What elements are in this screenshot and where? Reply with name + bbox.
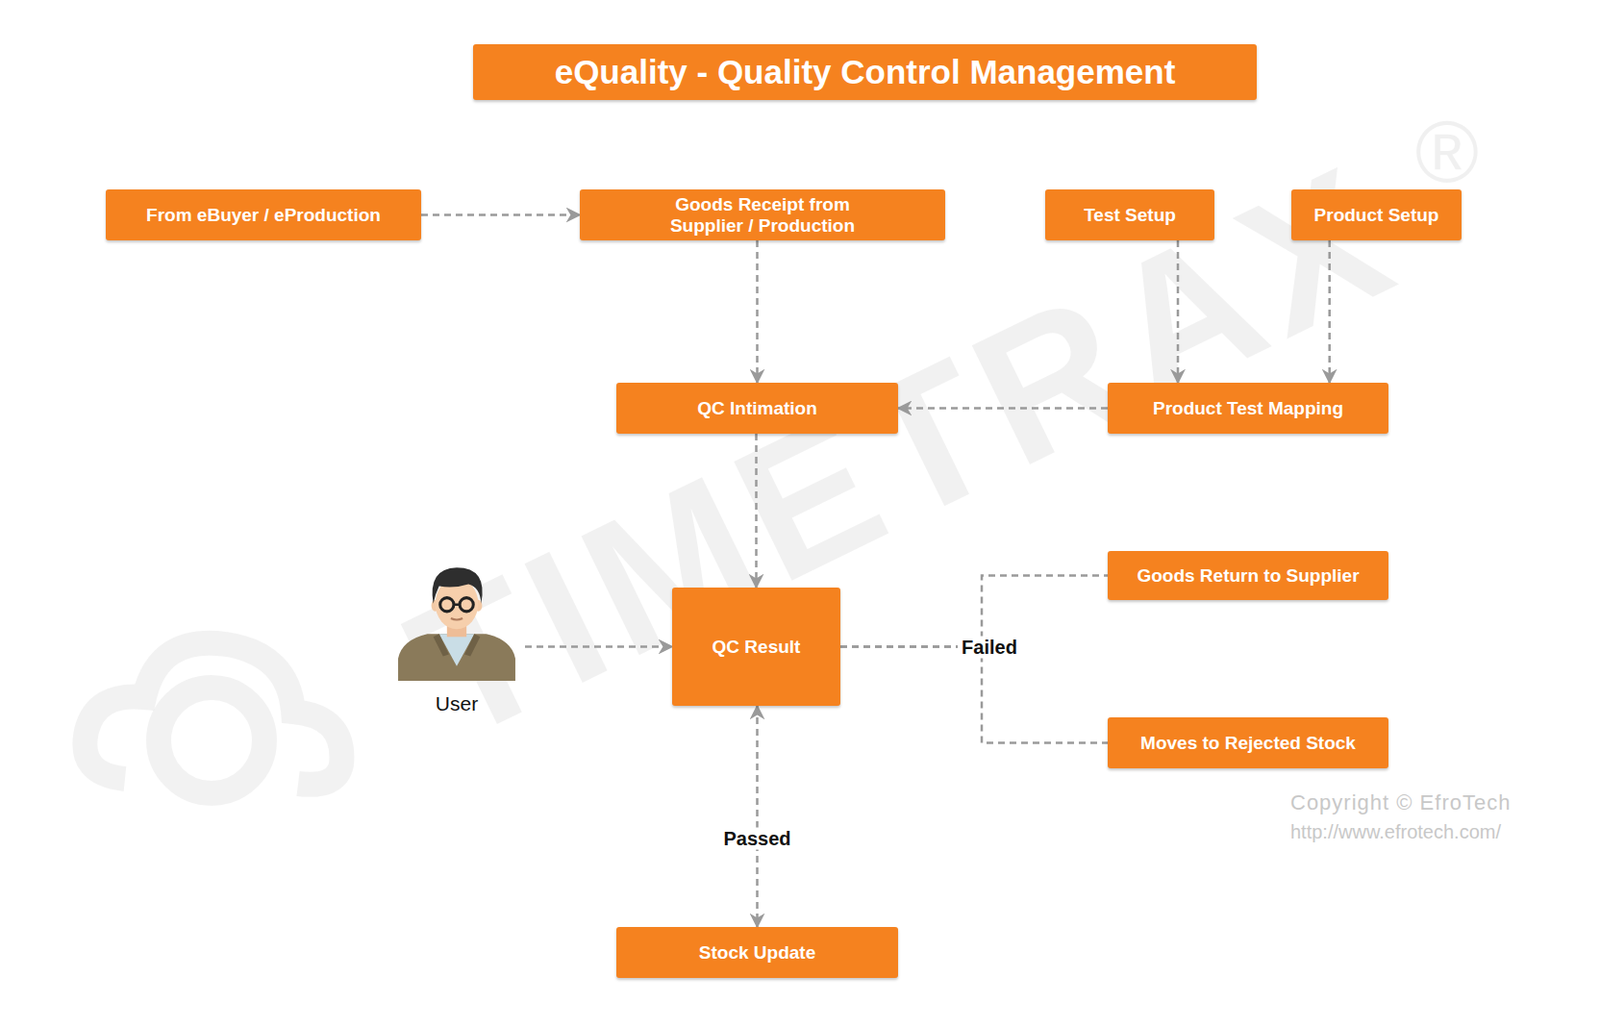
edge-label: Passed	[719, 827, 795, 850]
lapel	[433, 633, 481, 656]
glasses	[440, 598, 454, 612]
node-text: From eBuyer / eProduction	[146, 204, 381, 225]
process-box: QC Intimation	[616, 382, 899, 434]
node-text: Stock Update	[699, 942, 816, 963]
watermark-cloud	[84, 643, 342, 794]
outcome-box: Goods Return to Supplier	[1107, 550, 1389, 600]
setup-box: Product Setup	[1291, 189, 1462, 241]
url-note: http://www.efrotech.com/	[1290, 821, 1501, 844]
watermark-mark: ®	[1415, 102, 1479, 202]
node-text: Goods Return to Supplier	[1136, 565, 1359, 586]
cloud-outline	[84, 643, 342, 785]
process-box: Goods Receipt from Supplier / Production	[579, 189, 946, 241]
watermark-logo	[67, 586, 375, 818]
node-text: Goods Receipt from Supplier / Production	[642, 194, 883, 236]
result-box: QC Result	[672, 587, 841, 706]
node-text: Product Setup	[1314, 204, 1440, 225]
title-banner: eQuality - Quality Control Management	[473, 44, 1257, 100]
dashed-connector	[421, 213, 580, 217]
mouth	[450, 618, 463, 621]
jacket	[398, 633, 516, 681]
node-text: Test Setup	[1083, 204, 1176, 225]
glasses-bridge	[453, 602, 460, 606]
actor-label: User	[435, 692, 478, 716]
node-text: Product Test Mapping	[1152, 398, 1344, 419]
source-box: From eBuyer / eProduction	[105, 189, 422, 241]
dashed-connector	[755, 705, 759, 927]
outcome-box: Moves to Rejected Stock	[1107, 717, 1389, 769]
dashed-connector	[840, 647, 1108, 744]
title-text: eQuality - Quality Control Management	[554, 52, 1176, 92]
node-text: Moves to Rejected Stock	[1140, 732, 1356, 753]
user-illustration	[398, 558, 516, 681]
user-actor: User	[388, 555, 525, 716]
glasses	[459, 598, 474, 612]
process-box: Product Test Mapping	[1107, 382, 1389, 434]
outcome-box: Stock Update	[616, 926, 899, 978]
logo-ring	[158, 687, 265, 794]
copyright-note: Copyright © EfroTech	[1290, 790, 1511, 816]
setup-box: Test Setup	[1045, 189, 1215, 241]
node-text: QC Intimation	[697, 398, 818, 419]
node-text: QC Result	[712, 636, 801, 657]
edge-label: Failed	[957, 635, 1022, 658]
dashed-connector	[755, 240, 759, 383]
